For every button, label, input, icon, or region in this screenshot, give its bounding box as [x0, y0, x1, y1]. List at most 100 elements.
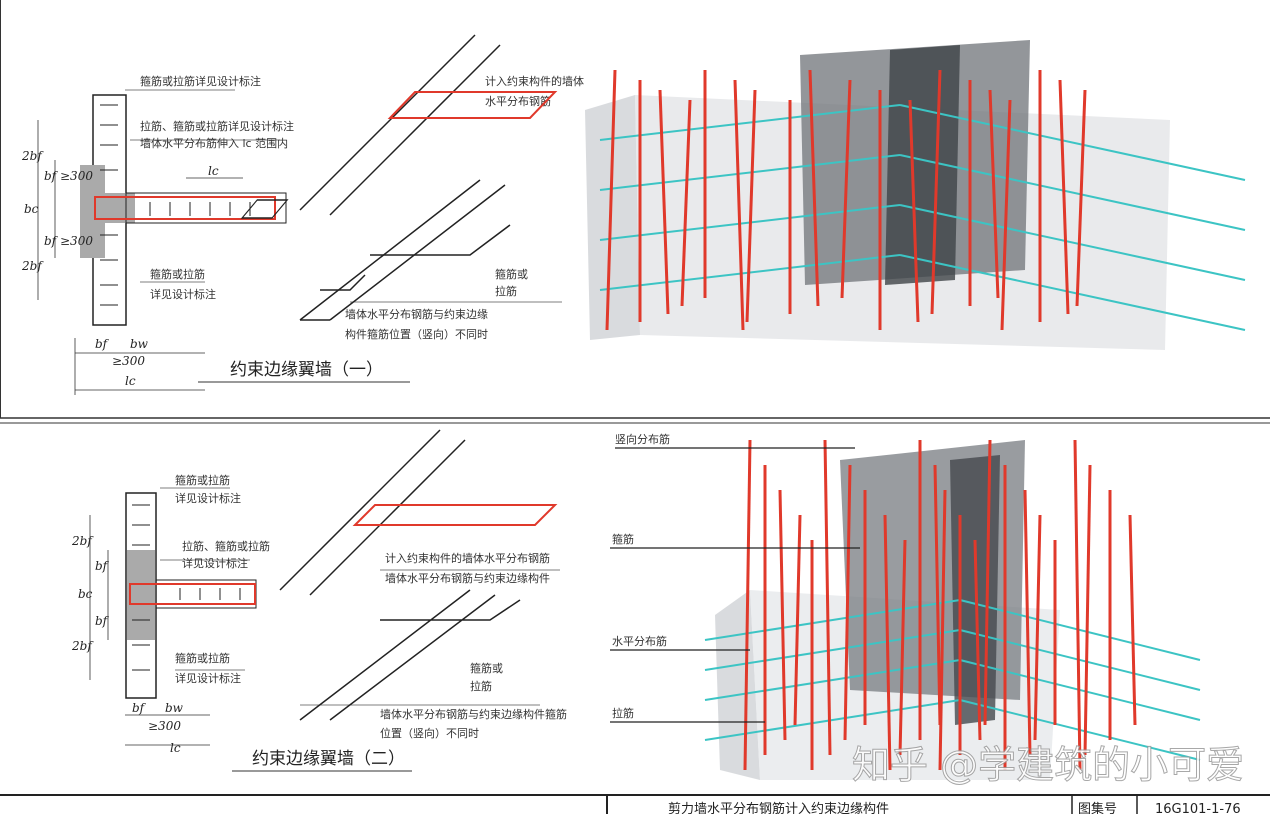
vertical-rebar	[933, 464, 942, 726]
annotation: 详见设计标注	[150, 287, 216, 301]
label-vertical-rebar: 竖向分布筋	[615, 432, 670, 446]
annotation: 详见设计标注	[175, 491, 241, 505]
dim-2bf: 2bf	[71, 639, 94, 653]
dim-lc: lc	[170, 741, 181, 755]
annotation: 箍筋或拉筋	[175, 651, 230, 665]
annotation: 拉筋、箍筋或拉筋详见设计标注	[140, 119, 294, 133]
vertical-rebar	[808, 69, 820, 307]
dim-lc: lc	[208, 164, 219, 178]
vertical-rebar	[840, 79, 852, 299]
drawing-title: 剪力墙水平分布钢筋计入约束边缘构件	[668, 801, 889, 814]
vertical-rebar	[938, 489, 947, 771]
vertical-rebar	[1083, 464, 1092, 756]
horizontal-rebar	[599, 154, 901, 191]
annotation: 墙体水平分布钢筋与约束边缘构件	[385, 571, 550, 585]
vertical-rebar	[930, 69, 942, 315]
annotation: 箍筋或拉筋	[150, 267, 205, 281]
label-tie-bar: 拉筋	[612, 706, 634, 720]
panel2-isometric-rebar	[279, 429, 558, 721]
annotation: 位置（竖向）不同时	[380, 726, 479, 740]
annotation: 箍筋或	[470, 661, 503, 675]
dim-bf: bf	[95, 614, 110, 628]
annotation: 详见设计标注	[182, 556, 248, 570]
dim-2bf: 2bf	[71, 534, 94, 548]
label-horizontal-rebar: 水平分布筋	[612, 634, 667, 648]
vertical-rebar	[843, 464, 852, 741]
vertical-rebar	[908, 99, 920, 323]
vertical-rebar	[605, 69, 617, 331]
dim-ge300: ≥300	[60, 169, 93, 183]
dim-2bf: 2bf	[21, 149, 44, 163]
panel1-3d-render	[585, 40, 1246, 350]
vertical-rebar	[973, 539, 982, 741]
watermark: 知乎 @学建筑的小可爱	[852, 743, 1244, 787]
vertical-rebar	[793, 514, 802, 726]
dim-bf: bf	[95, 337, 110, 351]
vertical-rebar	[1075, 89, 1087, 307]
vertical-rebar	[778, 489, 787, 741]
annotation: 箍筋或拉筋详见设计标注	[140, 74, 261, 88]
vertical-rebar	[898, 539, 907, 756]
panel1-isometric-rebar	[240, 34, 558, 321]
dim-ge300: ≥300	[148, 719, 181, 733]
atlas-number: 16G101-1-76	[1155, 802, 1241, 814]
dim-bf: bf	[44, 234, 59, 248]
dim-bc: bc	[24, 202, 39, 216]
dim-bf: bf	[95, 559, 110, 573]
vertical-rebar	[883, 514, 892, 771]
horizontal-rebar	[899, 154, 1246, 231]
panel2-section: 2bf bf bc bf 2bf bf bw ≥300 lc 箍筋或拉筋 详见设…	[71, 473, 567, 772]
panel1-section: 2bf bf bc bf 2bf ≥300 ≥300 lc bf bw ≥300…	[21, 74, 584, 395]
annotation: 拉筋	[495, 284, 517, 298]
label-stirrup: 箍筋	[612, 532, 634, 546]
atlas-label: 图集号	[1078, 801, 1117, 814]
annotation: 拉筋	[470, 679, 492, 693]
annotation: 水平分布钢筋	[485, 94, 551, 108]
dim-bw: bw	[130, 337, 149, 351]
dim-lc: lc	[125, 374, 136, 388]
annotation: 箍筋或	[495, 267, 528, 281]
dim-bf: bf	[132, 701, 147, 715]
annotation: 墙体水平分布钢筋与约束边缘	[345, 307, 488, 321]
vertical-rebar	[733, 79, 745, 331]
title-block: 剪力墙水平分布钢筋计入约束边缘构件 图集号 16G101-1-76	[0, 794, 1270, 814]
annotation: 箍筋或拉筋	[175, 473, 230, 487]
vertical-rebar	[823, 439, 832, 756]
annotation: 拉筋、箍筋或拉筋	[182, 539, 270, 553]
vertical-rebar	[1058, 79, 1070, 315]
annotation: 详见设计标注	[175, 671, 241, 685]
vertical-rebar	[1033, 514, 1042, 741]
annotation: 计入约束构件的墙体水平分布钢筋	[385, 551, 550, 565]
vertical-rebar	[743, 439, 752, 771]
vertical-rebar	[1000, 99, 1012, 331]
vertical-rebar	[1128, 514, 1137, 726]
panel1-title: 约束边缘翼墙（一）	[230, 360, 383, 380]
vertical-rebar	[745, 89, 757, 323]
horizontal-rebar	[959, 599, 1201, 661]
annotation: 构件箍筋位置（竖向）不同时	[345, 327, 488, 341]
annotation: 墙体水平分布钢筋与约束边缘构件箍筋	[380, 707, 567, 721]
vertical-rebar	[1023, 489, 1032, 756]
horizontal-rebar	[704, 699, 961, 741]
dim-ge300: ≥300	[60, 234, 93, 248]
dim-bf: bf	[44, 169, 59, 183]
panel2-3d-render: 竖向分布筋 箍筋 水平分布筋 拉筋	[610, 432, 1201, 780]
vertical-rebar	[658, 89, 670, 315]
panel2-title: 约束边缘翼墙（二）	[252, 749, 405, 769]
annotation: 计入约束构件的墙体	[485, 74, 584, 88]
vertical-rebar	[983, 439, 992, 726]
horizontal-rebar	[899, 254, 1246, 331]
dim-bw: bw	[165, 701, 184, 715]
dim-ge300: ≥300	[112, 354, 145, 368]
dim-bc: bc	[78, 587, 93, 601]
vertical-rebar	[1073, 439, 1082, 771]
horizontal-rebar	[959, 629, 1201, 691]
horizontal-rebar	[899, 204, 1246, 281]
dim-2bf: 2bf	[21, 259, 44, 273]
horizontal-rebar	[899, 104, 1246, 181]
vertical-rebar	[680, 99, 692, 307]
annotation: 墙体水平分布筋伸入 lc 范围内	[140, 136, 288, 150]
vertical-rebar	[988, 89, 1000, 299]
